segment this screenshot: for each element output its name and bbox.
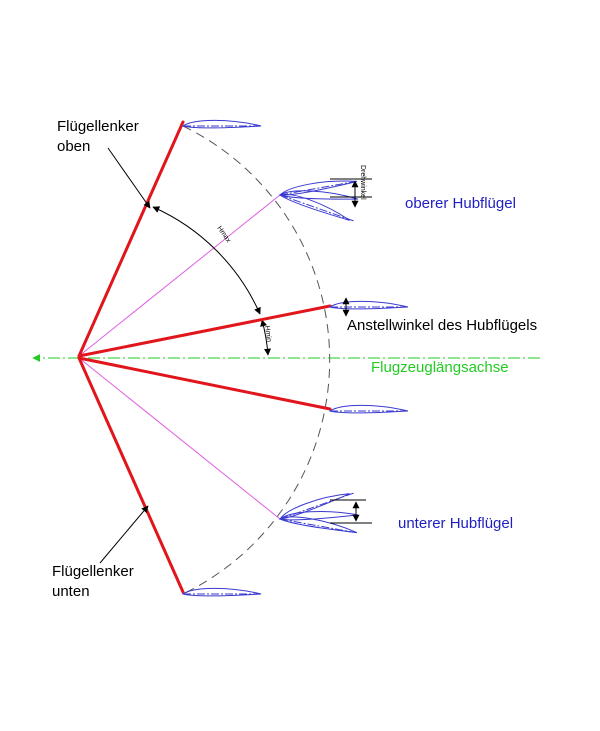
angle-of-attack-label: Anstellwinkel des Hubflügels (347, 317, 538, 334)
airfoils (182, 119, 409, 597)
lower-link-label-line2: unten (52, 583, 90, 600)
hmin-label: Hmin (263, 325, 272, 342)
airfoil-middle-upper (329, 300, 409, 310)
link-lower-outer (77, 356, 185, 594)
twist-angle-indicator-lower (330, 499, 372, 524)
link-lower-inner (77, 356, 332, 411)
leader-lower-link (99, 505, 149, 564)
airfoil-middle-lower (329, 404, 409, 414)
wing-links (77, 120, 332, 594)
hmax-arc (152, 206, 261, 315)
twist-angle-label: Drehwinkel (359, 165, 366, 200)
guide-line-upper (78, 194, 281, 357)
link-upper-outer (77, 120, 185, 358)
upper-link-label-line2: oben (57, 138, 91, 155)
airfoil-bottom (182, 587, 262, 597)
airfoil-upper-wing (278, 175, 359, 223)
upper-wing-label: oberer Hubflügel (405, 195, 516, 212)
guide-line-lower (78, 357, 281, 520)
twist-angle-indicator-upper (330, 178, 372, 208)
airfoil-top (182, 119, 262, 129)
hmax-label: Hmax (215, 225, 232, 244)
airfoil-lower-wing (277, 487, 359, 535)
leader-upper-link (107, 147, 151, 209)
lower-wing-label: unterer Hubflügel (398, 515, 514, 532)
lower-link-label-line1: Flügellenker (52, 563, 134, 580)
longitudinal-axis-label: Flugzeuglängsachse (371, 359, 509, 376)
upper-link-label-line1: Flügellenker (57, 118, 139, 135)
link-upper-inner (77, 304, 332, 358)
pivot-path-arc (182, 125, 331, 595)
